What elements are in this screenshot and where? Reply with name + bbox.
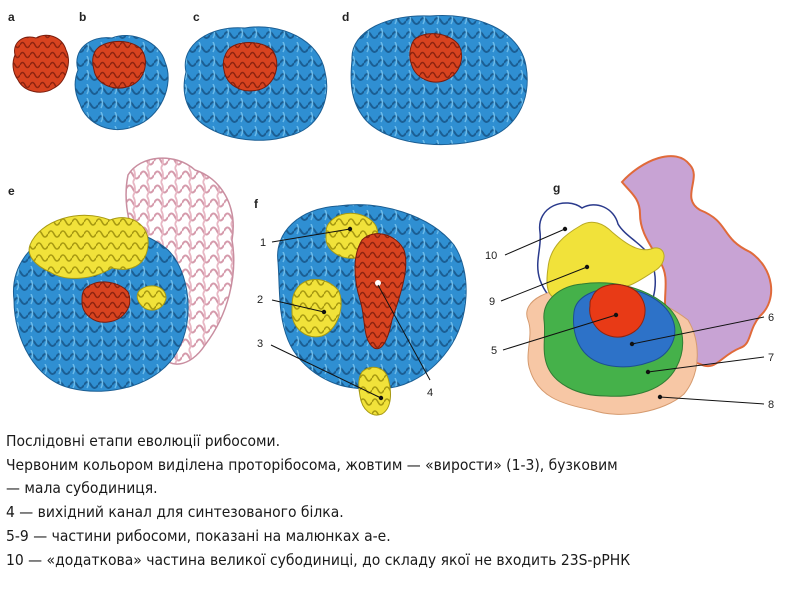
panel-label-e: e [8,184,15,198]
panel-g-callouts [500,228,765,405]
panel-e-ribosome [13,157,235,392]
caption-line-4: 4 — вихідний канал для синтезованого біл… [6,503,344,522]
exit-tunnel-marker [375,280,381,286]
panel-c-ribosome [183,26,328,141]
panel-f-callouts [270,228,431,399]
callout-g-9: 9 [489,296,495,308]
panel-label-a: a [8,10,15,24]
panel-label-g: g [553,181,560,195]
caption-line-3: — мала субодиниця. [6,479,158,498]
figure-caption: Послідовні етапи еволюції рибосоми. Черв… [6,430,788,572]
callout-g-7: 7 [768,352,774,364]
panel-label-c: c [193,10,200,24]
panel-f-ribosome [277,204,467,416]
panel-b-ribosome [74,34,169,131]
callout-f-4: 4 [427,387,433,399]
callout-g-5: 5 [491,345,497,357]
callout-g-6: 6 [768,312,774,324]
caption-line-6: 10 — «додаткова» частина великої субодин… [6,550,631,569]
g-region-5-red [589,284,646,338]
caption-line-1: Послідовні етапи еволюції рибосоми. [6,432,281,450]
callout-f-2: 2 [257,294,263,306]
panel-label-b: b [79,10,86,24]
caption-line-2: Червоним кольором виділена проторібосома… [6,455,618,474]
panel-d-ribosome [350,14,528,146]
callout-f-3: 3 [257,338,263,350]
callout-g-10: 10 [485,250,497,262]
caption-line-5: 5-9 — частини рибосоми, показані на малю… [6,526,391,545]
panel-a-protoribosome [12,34,69,93]
panel-label-d: d [342,10,349,24]
panel-g-schematic [526,155,773,415]
callout-g-8: 8 [768,399,774,411]
ribosome-evolution-figure: a b c d e f g [8,10,774,416]
callout-f-1: 1 [260,237,266,249]
panel-label-f: f [254,197,259,211]
